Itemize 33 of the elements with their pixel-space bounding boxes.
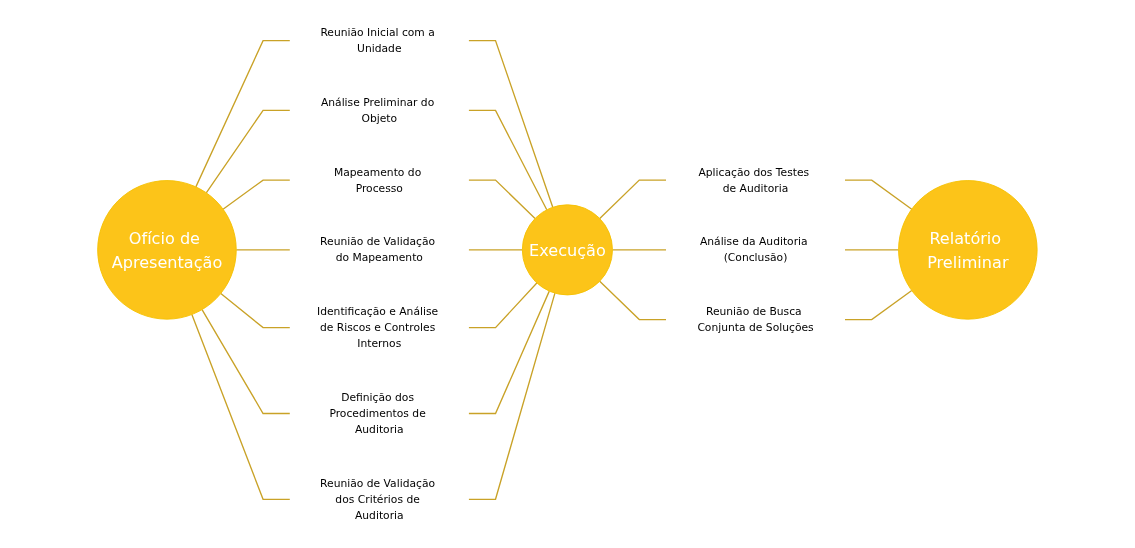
- node-text: Reunião de Validação do Mapeamento: [320, 235, 436, 265]
- connector: [201, 308, 291, 415]
- node-text: Reunião de Busca Conjunta de Soluções: [697, 305, 814, 334]
- node-text: Identificação e Análise de Riscos e Controles Internos: [317, 305, 439, 350]
- node-text: Definição dos Procedimentos de Auditoria: [329, 391, 426, 436]
- connector: [195, 40, 291, 188]
- connector: [205, 109, 291, 194]
- connector: [468, 40, 554, 208]
- node-circle: Relatório Preliminar: [898, 180, 1038, 320]
- connector: [844, 179, 913, 210]
- node-text: Análise da Auditoria (Conclusão): [700, 235, 808, 265]
- connector: [468, 249, 524, 251]
- connector: [468, 292, 556, 500]
- connector: [611, 249, 667, 251]
- node-circle: Ofício de Apresentação: [97, 180, 237, 320]
- connector: [468, 179, 536, 220]
- node-text: Análise Preliminar do Objeto: [321, 96, 435, 125]
- node-text: Reunião Inicial com a Unidade: [320, 26, 435, 55]
- node-text: Reunião de Validação dos Critérios de Auditoria: [320, 476, 436, 522]
- connector: [468, 282, 538, 329]
- node-text: Mapeamento do Processo: [334, 165, 422, 195]
- connector: [235, 249, 291, 251]
- connector: [191, 313, 291, 500]
- node-text: Aplicação dos Testes de Auditoria: [698, 165, 810, 195]
- connector: [599, 179, 667, 220]
- connector: [468, 290, 551, 415]
- connector: [468, 109, 548, 211]
- connector: [599, 280, 667, 321]
- connector: [844, 289, 913, 321]
- connector: [220, 292, 291, 329]
- connector: [844, 249, 900, 251]
- connector: [222, 179, 291, 210]
- node-circle: Execução: [522, 204, 613, 296]
